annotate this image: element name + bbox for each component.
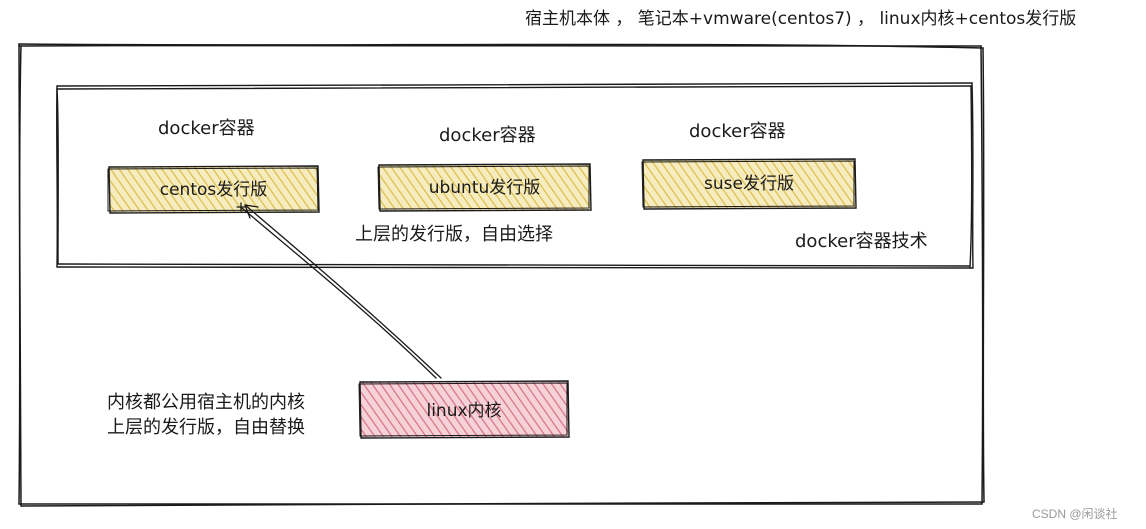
- upper-layer-note: 上层的发行版，自由选择: [355, 224, 553, 245]
- docker-tech-frame: [56, 82, 974, 269]
- kernel-note-line1: 内核都公用宿主机的内核: [107, 392, 305, 413]
- kernel-label: linux内核: [426, 401, 502, 421]
- kernel-note-line2: 上层的发行版，自由替换: [107, 417, 305, 438]
- centos-box: [107, 165, 320, 214]
- distro-label-suse: suse发行版: [704, 174, 794, 194]
- distro-label-centos: centos发行版: [159, 180, 268, 200]
- docker-tech-label: docker容器技术: [795, 231, 928, 252]
- ubuntu-box: [377, 163, 592, 212]
- container-title-suse: docker容器: [689, 121, 786, 142]
- kernel-box: [358, 380, 570, 439]
- kernel-to-centos-arrow: [236, 202, 442, 379]
- container-title-ubuntu: docker容器: [439, 125, 536, 146]
- host-description: 宿主机本体 ， 笔记本+vmware(centos7) ， linux内核+ce…: [525, 9, 1077, 29]
- suse-box: [641, 158, 857, 210]
- host-frame: [18, 43, 985, 507]
- distro-label-ubuntu: ubuntu发行版: [428, 178, 541, 198]
- csdn-watermark: CSDN @闲谈社: [1032, 507, 1118, 521]
- container-title-centos: docker容器: [158, 118, 255, 139]
